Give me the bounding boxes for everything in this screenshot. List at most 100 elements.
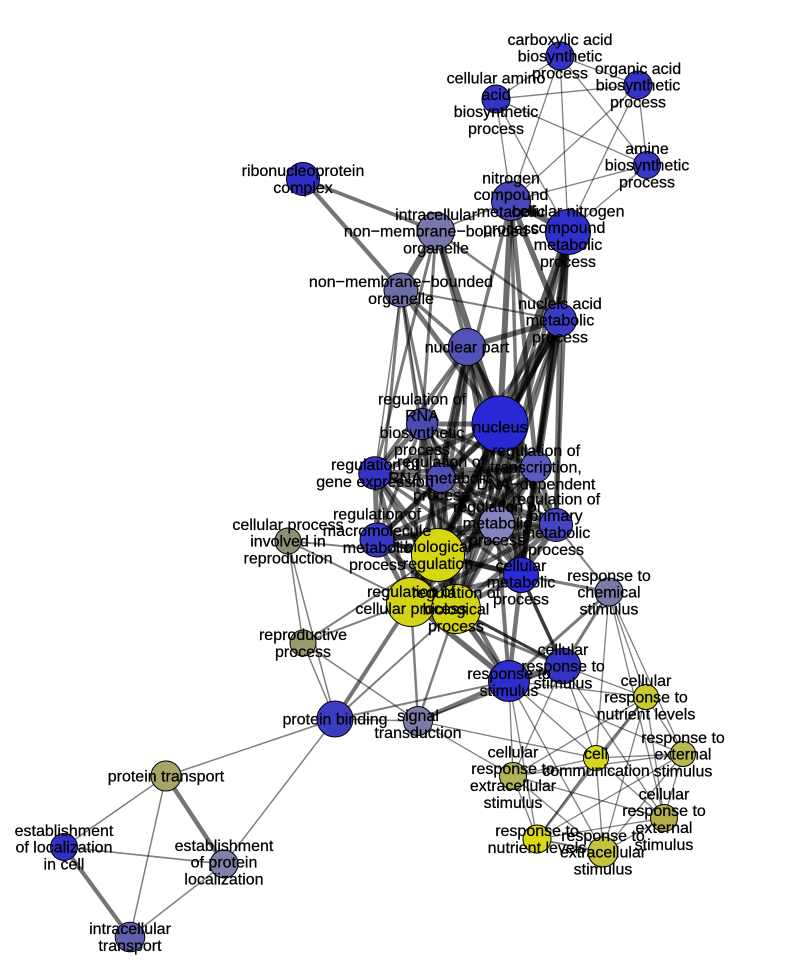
svg-text:cellular process: cellular process: [355, 601, 466, 618]
svg-text:external: external: [636, 820, 693, 837]
svg-text:nucleus: nucleus: [472, 420, 527, 437]
svg-text:biosynthetic: biosynthetic: [518, 49, 603, 66]
svg-text:process: process: [483, 221, 539, 238]
svg-text:stimulus: stimulus: [480, 683, 539, 700]
svg-text:regulation of: regulation of: [378, 391, 467, 408]
svg-text:chemical: chemical: [577, 585, 640, 602]
svg-text:reproduction: reproduction: [244, 550, 333, 567]
svg-text:amine: amine: [625, 141, 669, 158]
svg-text:stimulus: stimulus: [654, 763, 713, 780]
svg-text:in cell: in cell: [44, 856, 85, 873]
svg-text:nuclear part: nuclear part: [425, 340, 510, 357]
svg-text:stimulus: stimulus: [534, 675, 593, 692]
svg-text:non−membrane−bounded: non−membrane−bounded: [344, 224, 528, 241]
svg-text:process: process: [532, 65, 588, 82]
svg-text:process: process: [469, 532, 525, 549]
svg-text:protein transport: protein transport: [108, 769, 225, 786]
svg-text:cellular nitrogen: cellular nitrogen: [512, 203, 625, 220]
svg-text:process: process: [528, 542, 584, 559]
svg-text:response to: response to: [622, 803, 706, 820]
svg-text:biological: biological: [423, 602, 490, 619]
svg-text:regulation of: regulation of: [512, 491, 601, 508]
svg-text:acid: acid: [481, 87, 510, 104]
svg-text:establishment: establishment: [175, 838, 274, 855]
svg-text:biosynthetic: biosynthetic: [454, 104, 539, 121]
svg-text:stimulus: stimulus: [484, 795, 543, 812]
svg-text:gene expression: gene expression: [316, 474, 433, 491]
svg-text:process: process: [493, 591, 549, 608]
svg-text:process: process: [468, 121, 524, 138]
svg-text:metabolic: metabolic: [522, 525, 590, 542]
svg-text:stimulus: stimulus: [574, 861, 633, 878]
svg-text:stimulus: stimulus: [635, 837, 694, 854]
svg-text:primary: primary: [529, 508, 582, 525]
svg-text:RNA metabolic: RNA metabolic: [388, 471, 494, 488]
svg-text:nitrogen: nitrogen: [482, 170, 540, 187]
svg-text:localization: localization: [184, 871, 263, 888]
svg-text:biological: biological: [405, 539, 472, 556]
svg-text:regulation: regulation: [403, 556, 473, 573]
svg-text:response to: response to: [604, 690, 688, 707]
svg-text:transduction: transduction: [374, 725, 461, 742]
svg-text:extracellular: extracellular: [470, 778, 557, 795]
svg-text:intracellular: intracellular: [395, 207, 477, 224]
svg-text:involved in: involved in: [250, 534, 326, 551]
svg-text:intracellular: intracellular: [89, 921, 171, 938]
svg-text:cellular: cellular: [496, 558, 547, 575]
svg-text:transport: transport: [98, 938, 162, 955]
svg-text:nutrient levels: nutrient levels: [488, 840, 587, 857]
svg-text:DNA−dependent: DNA−dependent: [477, 476, 596, 493]
svg-text:regulation of: regulation of: [453, 499, 542, 516]
svg-text:cell: cell: [584, 746, 608, 763]
svg-text:of localization: of localization: [16, 840, 113, 857]
svg-text:macromolecule: macromolecule: [323, 523, 432, 540]
svg-text:extracellular: extracellular: [560, 845, 647, 862]
svg-text:cellular: cellular: [639, 786, 690, 803]
svg-text:metabolic: metabolic: [526, 313, 594, 330]
svg-text:metabolic: metabolic: [463, 516, 531, 533]
svg-text:stimulus: stimulus: [580, 601, 639, 618]
svg-text:process: process: [532, 329, 588, 346]
svg-text:response to: response to: [641, 730, 725, 747]
svg-text:ribonucleoprotein: ribonucleoprotein: [242, 163, 365, 180]
svg-text:regulation of: regulation of: [331, 457, 420, 474]
svg-text:response to: response to: [495, 823, 579, 840]
svg-text:protein binding: protein binding: [283, 712, 388, 729]
svg-text:establishment: establishment: [15, 823, 114, 840]
svg-text:regulation of: regulation of: [397, 454, 486, 471]
svg-text:of protein: of protein: [191, 855, 258, 872]
svg-text:response to: response to: [521, 659, 605, 676]
svg-text:process: process: [619, 174, 675, 191]
svg-text:communication: communication: [542, 763, 650, 780]
svg-text:compound: compound: [531, 220, 606, 237]
svg-text:external: external: [655, 747, 712, 764]
svg-text:process: process: [540, 254, 596, 271]
svg-text:regulation of: regulation of: [367, 584, 456, 601]
svg-text:RNA: RNA: [405, 408, 439, 425]
svg-text:reproductive: reproductive: [259, 627, 347, 644]
svg-text:cellular process: cellular process: [232, 517, 343, 534]
svg-text:cellular amino: cellular amino: [447, 70, 546, 87]
svg-text:response to: response to: [471, 761, 555, 778]
svg-text:organic acid: organic acid: [595, 61, 681, 78]
svg-text:carboxylic acid: carboxylic acid: [508, 32, 613, 49]
svg-text:biosynthetic: biosynthetic: [605, 158, 690, 175]
svg-text:biosynthetic: biosynthetic: [380, 425, 465, 442]
svg-text:metabolic: metabolic: [477, 204, 545, 221]
svg-text:cellular: cellular: [488, 744, 539, 761]
svg-text:regulation of: regulation of: [492, 443, 581, 460]
svg-text:cellular: cellular: [538, 642, 589, 659]
svg-text:metabolic: metabolic: [343, 540, 411, 557]
svg-text:process: process: [610, 94, 666, 111]
svg-text:process: process: [394, 442, 450, 459]
svg-text:nucleic acid: nucleic acid: [518, 296, 602, 313]
svg-text:response to: response to: [567, 568, 651, 585]
svg-text:process: process: [275, 644, 331, 661]
svg-text:process: process: [428, 618, 484, 635]
svg-text:regulation of: regulation of: [412, 585, 501, 602]
svg-text:organelle: organelle: [368, 291, 434, 308]
svg-text:metabolic: metabolic: [487, 575, 555, 592]
svg-text:biosynthetic: biosynthetic: [596, 78, 681, 95]
svg-text:metabolic: metabolic: [534, 237, 602, 254]
svg-text:response to: response to: [467, 666, 551, 683]
